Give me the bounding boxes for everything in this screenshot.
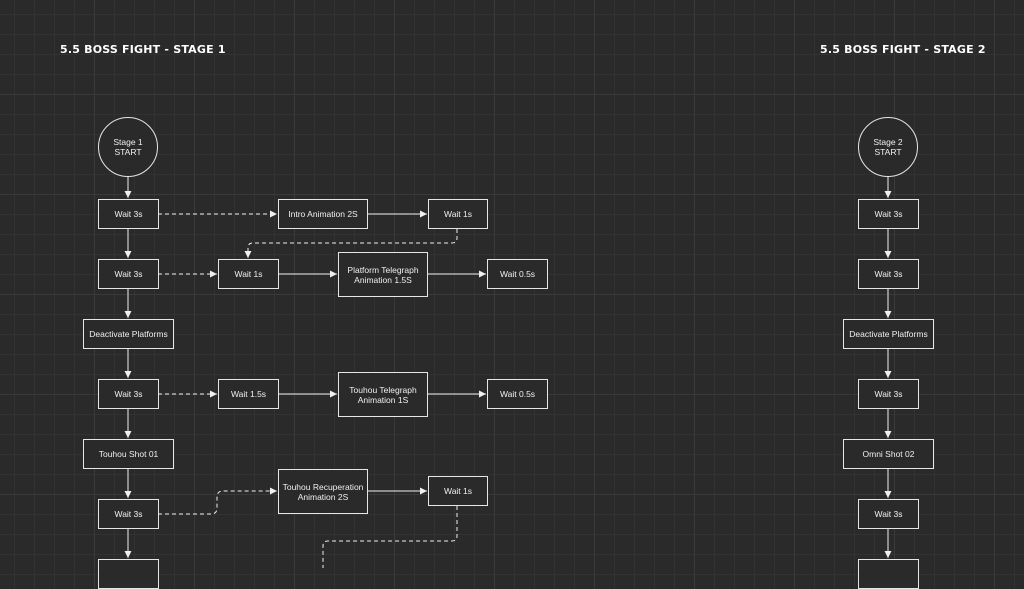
s1-touhou-shot-node[interactable]: Touhou Shot 01 xyxy=(83,439,174,469)
s1-start-node[interactable]: Stage 1 START xyxy=(98,117,158,177)
s2-wait-3-node[interactable]: Wait 3s xyxy=(858,379,919,409)
s1-wait-2-node[interactable]: Wait 3s xyxy=(98,259,159,289)
s1-intro-animation-node[interactable]: Intro Animation 2S xyxy=(278,199,368,229)
s1-intro-wait-node[interactable]: Wait 1s xyxy=(428,199,488,229)
stage2-title: 5.5 BOSS FIGHT - STAGE 2 xyxy=(820,43,986,56)
s1-dash-recupwait-down xyxy=(322,506,458,568)
s1-touhou-after-wait-node[interactable]: Wait 0.5s xyxy=(487,379,548,409)
s2-wait-2-node[interactable]: Wait 3s xyxy=(858,259,919,289)
s1-next-node[interactable] xyxy=(98,559,159,589)
s2-start-node[interactable]: Stage 2 START xyxy=(858,117,918,177)
s1-platform-after-wait-node[interactable]: Wait 0.5s xyxy=(487,259,548,289)
s1-deactivate-platforms-node[interactable]: Deactivate Platforms xyxy=(83,319,174,349)
s1-dash-wait4-recuperation xyxy=(158,487,277,515)
s1-platform-telegraph-node[interactable]: Platform Telegraph Animation 1.5S xyxy=(338,252,428,297)
s1-recuperation-wait-node[interactable]: Wait 1s xyxy=(428,476,488,506)
s2-wait-4-node[interactable]: Wait 3s xyxy=(858,499,919,529)
connector-layer xyxy=(124,177,892,568)
s2-next-node[interactable] xyxy=(858,559,919,589)
s1-wait-1-node[interactable]: Wait 3s xyxy=(98,199,159,229)
s1-touhou-telegraph-node[interactable]: Touhou Telegraph Animation 1S xyxy=(338,372,428,417)
stage1-title: 5.5 BOSS FIGHT - STAGE 1 xyxy=(60,43,226,56)
s1-platform-wait-node[interactable]: Wait 1s xyxy=(218,259,279,289)
s2-deactivate-platforms-node[interactable]: Deactivate Platforms xyxy=(843,319,934,349)
s1-wait-4-node[interactable]: Wait 3s xyxy=(98,499,159,529)
s1-dash-introwait-platwait xyxy=(244,229,458,258)
s1-wait-3-node[interactable]: Wait 3s xyxy=(98,379,159,409)
s2-wait-1-node[interactable]: Wait 3s xyxy=(858,199,919,229)
s2-omni-shot-node[interactable]: Omni Shot 02 xyxy=(843,439,934,469)
s1-touhou-wait-node[interactable]: Wait 1.5s xyxy=(218,379,279,409)
s1-touhou-recuperation-node[interactable]: Touhou Recuperation Animation 2S xyxy=(278,469,368,514)
